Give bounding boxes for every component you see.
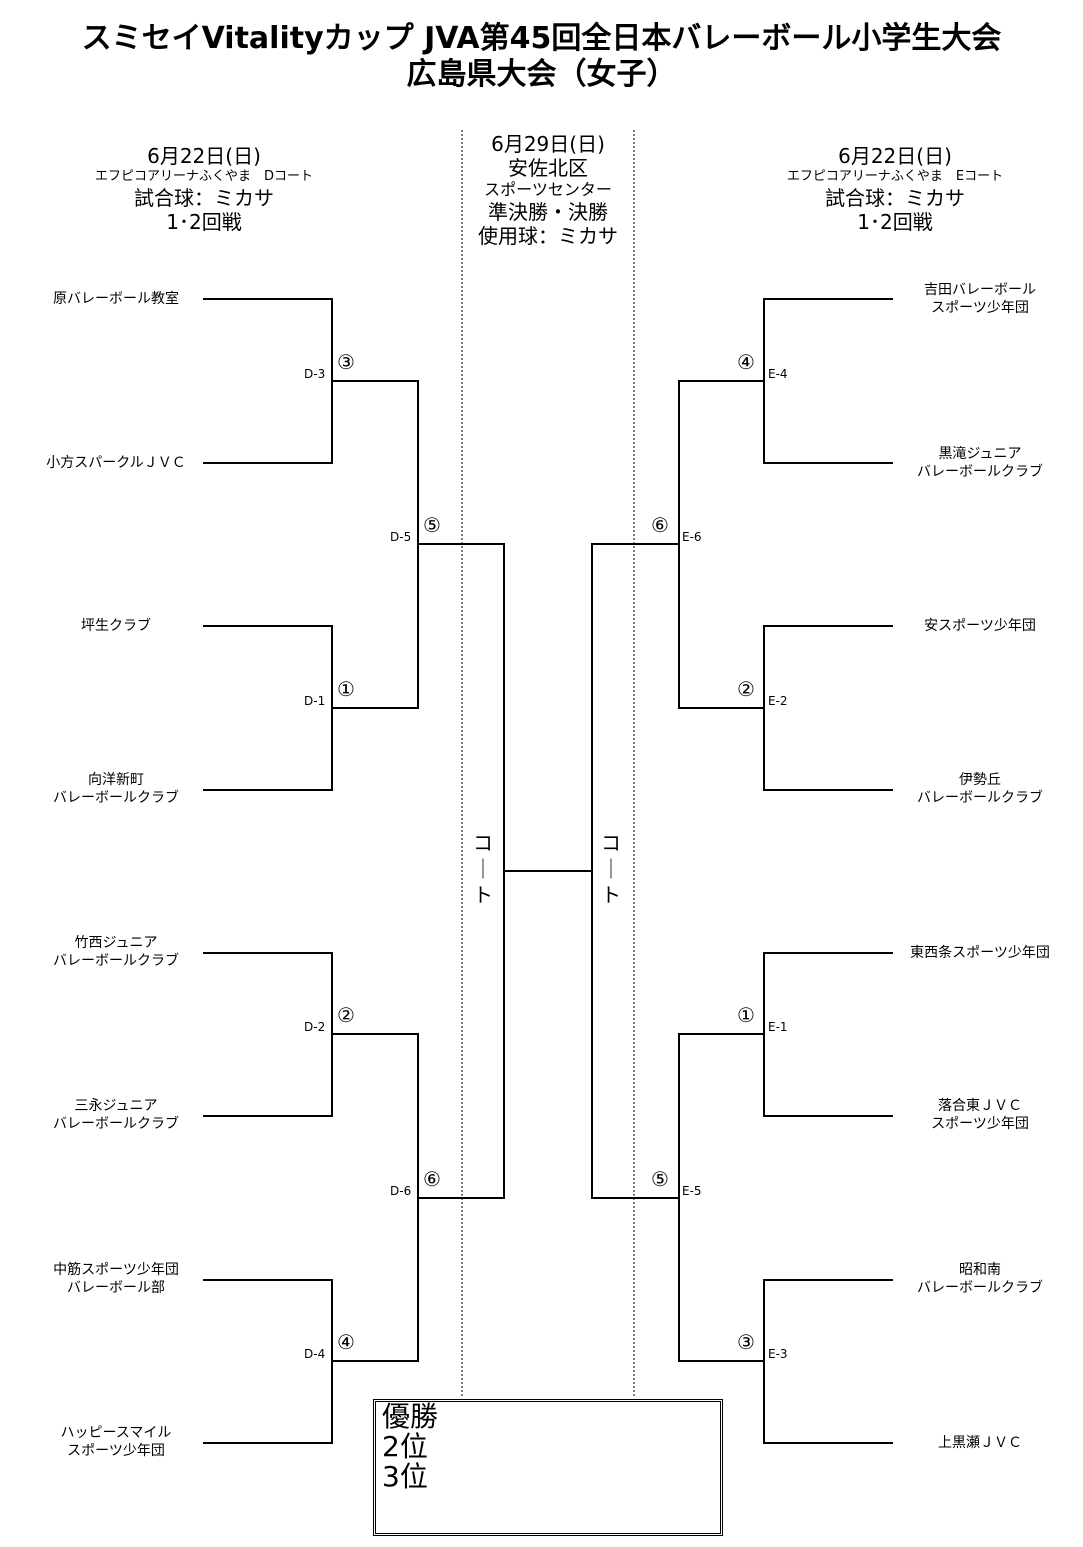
tournament-title: スミセイVitalityカップ JVA第45回全日本バレーボール小学生大会 [81, 21, 1002, 56]
center-venue1: 安佐北区 [508, 156, 588, 180]
match-number: ⑥ [651, 513, 669, 537]
right-team-2: 黒滝ジュニアバレーボールクラブ [917, 446, 1043, 480]
match-code: E-3 [768, 1347, 788, 1361]
left-date: 6月22日(日) [147, 144, 261, 168]
match-code: E-2 [768, 694, 788, 708]
right-team-4: 伊勢丘バレーボールクラブ [917, 772, 1043, 806]
right-date: 6月22日(日) [838, 144, 952, 168]
match-number: ① [737, 1003, 755, 1027]
tournament-subtitle: 広島県大会（女子） [406, 57, 677, 92]
left-team-3: 坪生クラブ [81, 618, 151, 634]
match-number: ③ [337, 350, 355, 374]
left-header: 6月22日(日) エフピコアリーナふくやま Dコート 試合球：ミカサ 1･2回戦 [54, 144, 354, 234]
match-code: E-4 [768, 367, 788, 381]
right-team-3: 安スポーツ少年団 [924, 618, 1036, 634]
left-team-8: ハッピースマイルスポーツ少年団 [60, 1425, 172, 1459]
left-round: 1･2回戦 [166, 210, 242, 234]
match-number: ④ [337, 1330, 355, 1354]
left-team-1: 原バレーボール教室 [53, 291, 179, 307]
left-team-7: 中筋スポーツ少年団バレーボール部 [53, 1262, 179, 1296]
match-code: E-6 [682, 530, 702, 544]
center-date: 6月29日(日) [491, 132, 605, 156]
match-code: D-5 [390, 530, 412, 544]
match-number: ① [337, 677, 355, 701]
right-ball: 試合球：ミカサ [825, 186, 965, 210]
match-number: ③ [737, 1330, 755, 1354]
left-ball: 試合球：ミカサ [134, 186, 274, 210]
match-code: E-1 [768, 1020, 788, 1034]
results-box: 優勝 2位 3位 [373, 1399, 723, 1536]
right-team-7: 昭和南バレーボールクラブ [917, 1262, 1043, 1296]
left-team-6: 三永ジュニアバレーボールクラブ [53, 1098, 179, 1132]
left-venue: エフピコアリーナふくやま Dコート [94, 169, 313, 184]
match-number: ⑤ [423, 513, 441, 537]
match-number: ② [737, 677, 755, 701]
second-place-label: 2位 [382, 1430, 428, 1463]
right-team-1: 吉田バレーボールスポーツ少年団 [924, 282, 1036, 316]
left-team-5: 竹西ジュニアバレーボールクラブ [53, 935, 179, 969]
right-header: 6月22日(日) エフピコアリーナふくやま Eコート 試合球：ミカサ 1･2回戦 [745, 144, 1045, 234]
match-number: ② [337, 1003, 355, 1027]
center-stage: 準決勝・決勝 [488, 200, 608, 224]
right-round: 1･2回戦 [857, 210, 933, 234]
right-venue: エフピコアリーナふくやま Eコート [786, 169, 1004, 184]
match-number: ⑥ [423, 1167, 441, 1191]
court-label-left: コ｜ト [473, 831, 493, 907]
court-label-right: コ｜ト [601, 831, 621, 907]
match-code: D-3 [304, 367, 326, 381]
winner-label: 優勝 [382, 1400, 439, 1433]
third-place-label: 3位 [382, 1460, 428, 1493]
right-team-5: 東西条スポーツ少年団 [910, 945, 1050, 961]
left-team-2: 小方スパークルＪＶＣ [46, 455, 186, 471]
left-team-4: 向洋新町バレーボールクラブ [53, 772, 179, 806]
match-code: D-4 [304, 1347, 326, 1361]
match-code: D-2 [304, 1020, 326, 1034]
match-code: E-5 [682, 1184, 702, 1198]
center-header: 6月29日(日) 安佐北区 スポーツセンター 準決勝・決勝 使用球：ミカサ [462, 132, 634, 248]
match-number: ⑤ [651, 1167, 669, 1191]
match-code: D-1 [304, 694, 326, 708]
match-code: D-6 [390, 1184, 412, 1198]
center-ball: 使用球：ミカサ [478, 224, 618, 248]
match-number: ④ [737, 350, 755, 374]
center-venue2: スポーツセンター [484, 180, 612, 199]
right-team-8: 上黒瀬ＪＶＣ [938, 1435, 1022, 1451]
